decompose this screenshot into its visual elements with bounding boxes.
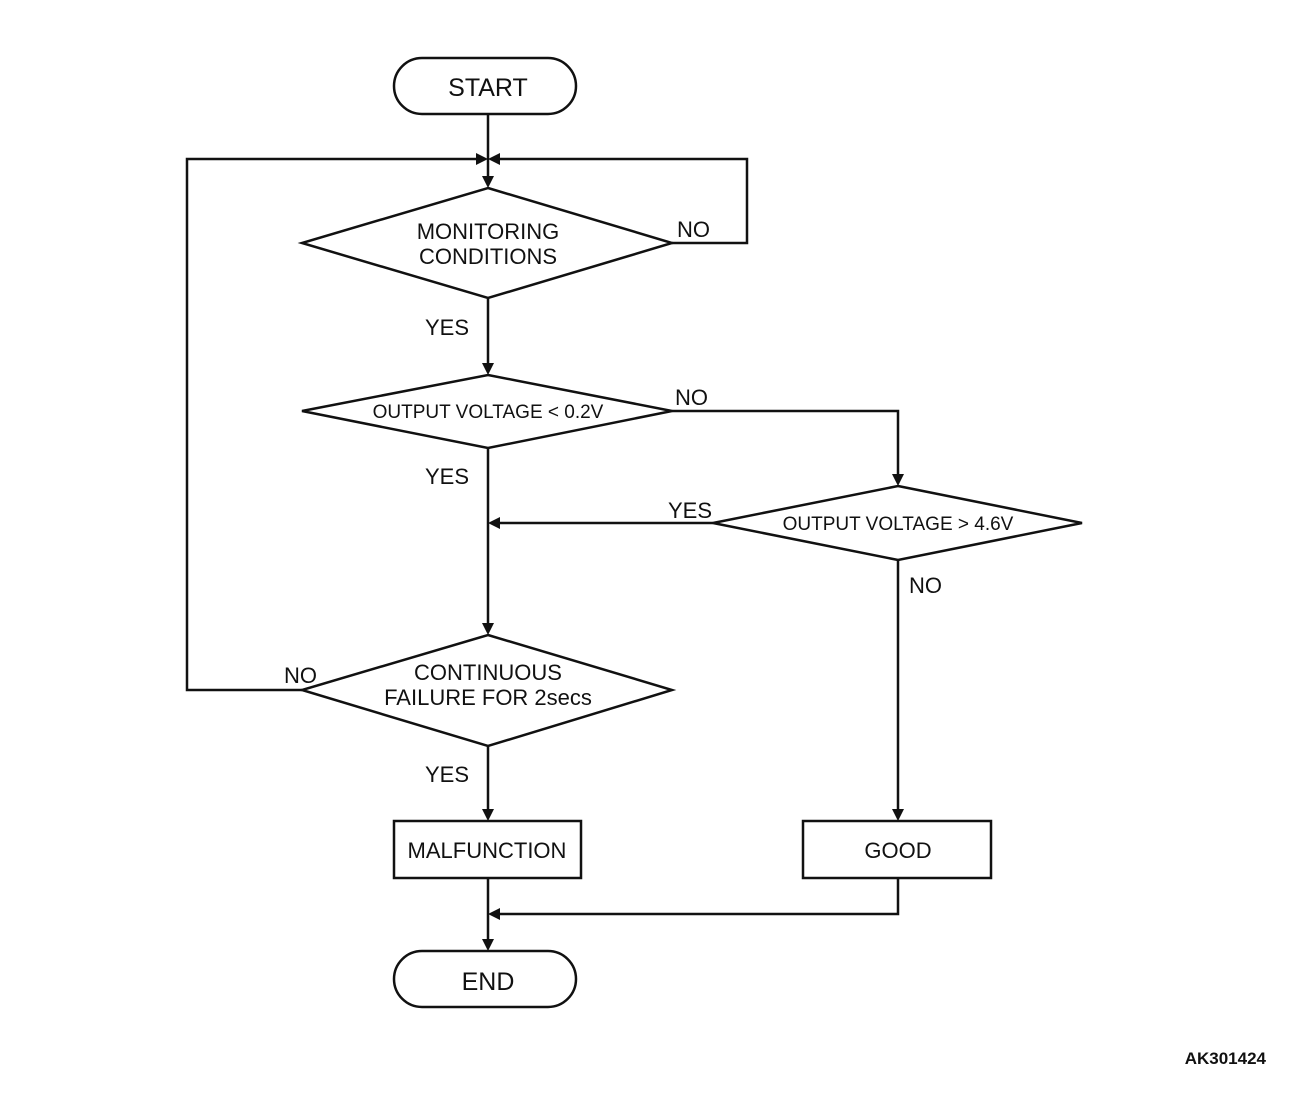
output-low-yes-label: YES <box>425 464 469 489</box>
edge-good-to-end <box>494 878 900 916</box>
arrow-down-good <box>892 809 904 821</box>
monitoring-label-line2: CONDITIONS <box>419 244 557 269</box>
end-node: END <box>392 949 578 1009</box>
arrow-down-output-low <box>482 363 494 375</box>
connectors <box>185 114 900 945</box>
arrow-down-output-high <box>892 474 904 486</box>
edge-continuous-no-loop <box>185 157 482 692</box>
edge-monitoring-no-loop <box>494 157 749 245</box>
monitoring-label-line1: MONITORING <box>417 219 560 244</box>
end-label: END <box>462 968 515 996</box>
malfunction-label: MALFUNCTION <box>408 838 567 863</box>
edge-labels: NO YES NO YES YES NO NO YES <box>284 217 942 787</box>
good-box: GOOD <box>801 819 993 880</box>
continuous-label-line1: CONTINUOUS <box>414 660 562 685</box>
edge-output-low-no <box>672 409 900 480</box>
arrow-left-yes-join <box>488 517 500 529</box>
arrowheads <box>476 153 904 951</box>
arrow-down-end <box>482 939 494 951</box>
output-high-no-label: NO <box>909 573 942 598</box>
monitoring-yes-label: YES <box>425 315 469 340</box>
output-high-yes-label: YES <box>668 498 712 523</box>
output-low-label: OUTPUT VOLTAGE < 0.2V <box>373 402 604 423</box>
output-voltage-low-decision: OUTPUT VOLTAGE < 0.2V <box>301 373 673 450</box>
monitoring-conditions-decision: MONITORING CONDITIONS <box>297 186 677 300</box>
continuous-label-line2: FAILURE FOR 2secs <box>384 685 592 710</box>
arrow-down-monitoring <box>482 176 494 188</box>
output-low-no-label: NO <box>675 385 708 410</box>
continuous-failure-decision: CONTINUOUS FAILURE FOR 2secs <box>297 633 677 748</box>
arrow-down-malfunction <box>482 809 494 821</box>
start-label: START <box>448 74 528 102</box>
arrow-right-loop-left <box>476 153 488 165</box>
continuous-no-label: NO <box>284 663 317 688</box>
malfunction-box: MALFUNCTION <box>392 819 583 880</box>
start-node: START <box>392 56 578 116</box>
arrow-left-good-join <box>488 908 500 920</box>
output-voltage-high-decision: OUTPUT VOLTAGE > 4.6V <box>712 484 1083 562</box>
figure-code: AK301424 <box>1185 1049 1267 1068</box>
continuous-yes-label: YES <box>425 762 469 787</box>
good-label: GOOD <box>864 838 931 863</box>
monitoring-no-label: NO <box>677 217 710 242</box>
arrow-left-loop-right <box>488 153 500 165</box>
arrow-down-continuous <box>482 623 494 635</box>
output-high-label: OUTPUT VOLTAGE > 4.6V <box>783 514 1014 535</box>
